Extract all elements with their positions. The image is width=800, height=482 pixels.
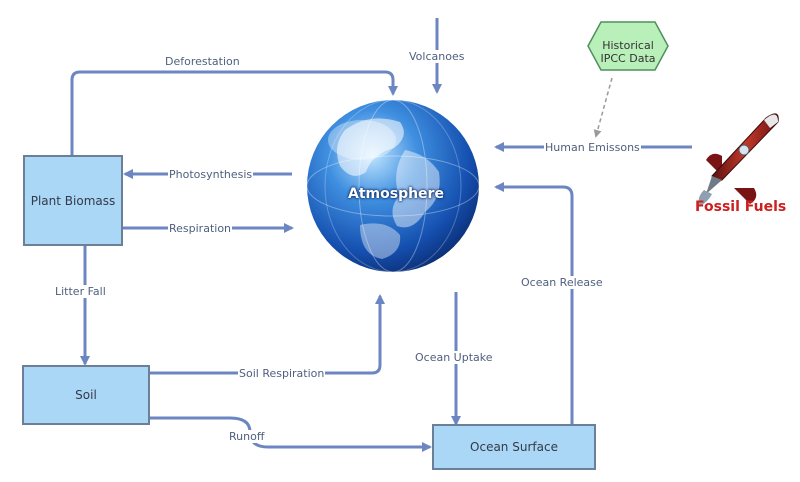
soil-respiration-arrow [150, 294, 385, 375]
historical-data-line2: IPCC Data [600, 52, 656, 65]
photosynthesis-label: Photosynthesis [168, 168, 254, 181]
deforestation-label: Deforestation [164, 55, 241, 68]
historical-data-line1: Historical [602, 39, 654, 52]
deforestation-arrow [70, 70, 398, 155]
rocket-icon [698, 113, 779, 206]
atmosphere-label: Atmosphere [348, 186, 444, 202]
soil-box[interactable]: Soil [22, 365, 150, 425]
fossil-fuels-label: Fossil Fuels [695, 199, 787, 215]
plant-biomass-label: Plant Biomass [30, 193, 116, 208]
ocean-release-label: Ocean Release [520, 276, 604, 289]
ocean-release-arrow [494, 182, 574, 424]
ocean-surface-label: Ocean Surface [470, 440, 558, 454]
human-emissions-label: Human Emissons [544, 141, 641, 154]
runoff-label: Runoff [228, 430, 266, 443]
litter-fall-label: Litter Fall [54, 285, 107, 298]
soil-respiration-label: Soil Respiration [238, 367, 326, 380]
plant-biomass-box[interactable]: Plant Biomass [23, 155, 123, 246]
historical-data-label: Historical IPCC Data [596, 39, 660, 65]
globe-icon [306, 99, 480, 273]
soil-label: Soil [75, 388, 97, 402]
historical-data-hexagon [587, 21, 669, 71]
historical-data-link [593, 77, 613, 138]
ocean-surface-box[interactable]: Ocean Surface [432, 424, 596, 470]
runoff-arrow [150, 416, 432, 452]
volcanoes-label: Volcanoes [408, 50, 466, 63]
ocean-uptake-label: Ocean Uptake [414, 351, 494, 364]
respiration-label: Respiration [168, 222, 233, 235]
